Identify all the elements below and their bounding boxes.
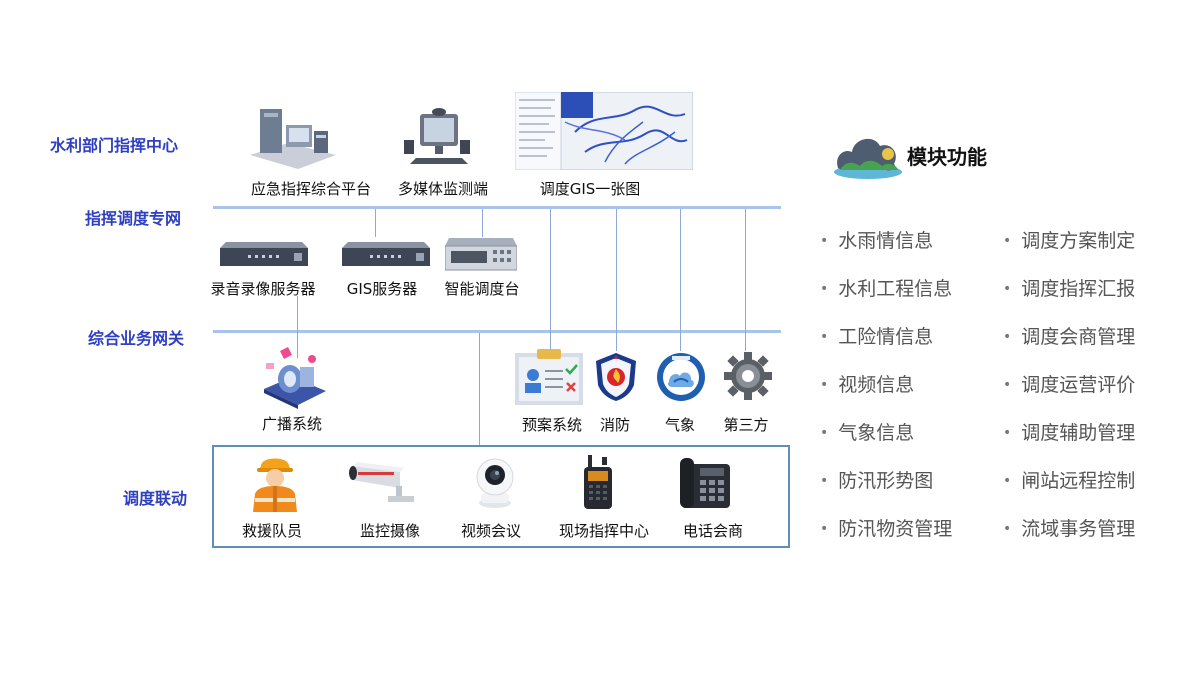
dispatch-network-line xyxy=(213,206,781,209)
bullet-icon: • xyxy=(820,233,829,249)
feature-item-left-5: • 防汛形势图 xyxy=(820,466,933,493)
connector-third-party xyxy=(745,209,746,351)
connector-fire xyxy=(616,209,617,351)
feature-label: 流域事务管理 xyxy=(1021,518,1136,540)
node-label-dispatch-console: 智能调度台 xyxy=(444,280,520,298)
feature-item-right-5: • 闸站远程控制 xyxy=(1003,466,1135,493)
cloud-landscape-icon xyxy=(834,138,902,179)
feature-label: 调度指挥汇报 xyxy=(1021,278,1136,300)
connector-weather xyxy=(680,209,681,351)
bullet-icon: • xyxy=(820,521,829,537)
fire-badge-icon xyxy=(596,353,636,401)
feature-item-left-4: • 气象信息 xyxy=(820,418,914,445)
node-label-telephone: 电话会商 xyxy=(682,522,744,540)
node-label-broadcast: 广播系统 xyxy=(261,415,323,433)
bullet-icon: • xyxy=(1003,329,1012,345)
emergency-platform-icon xyxy=(250,109,336,169)
feature-item-left-0: • 水雨情信息 xyxy=(820,226,933,253)
node-label-third-party: 第三方 xyxy=(723,416,769,434)
feature-label: 调度会商管理 xyxy=(1021,326,1136,348)
connector-linkage xyxy=(479,333,480,445)
module-title: 模块功能 xyxy=(907,145,987,169)
feature-label: 气象信息 xyxy=(838,422,915,444)
rescuer-icon xyxy=(253,458,297,512)
feature-label: 水利工程信息 xyxy=(838,278,953,300)
feature-item-left-2: • 工险情信息 xyxy=(820,322,933,349)
multimedia-monitor-icon xyxy=(404,108,470,164)
bullet-icon: • xyxy=(1003,377,1012,393)
feature-label: 防汛形势图 xyxy=(838,470,934,492)
node-label-fire: 消防 xyxy=(599,416,631,434)
bullet-icon: • xyxy=(1003,425,1012,441)
weather-badge-icon xyxy=(657,353,705,401)
bullet-icon: • xyxy=(820,329,829,345)
plan-system-icon xyxy=(515,349,583,405)
dispatch-console-icon xyxy=(445,238,517,271)
bullet-icon: • xyxy=(1003,473,1012,489)
feature-label: 视频信息 xyxy=(838,374,915,396)
gis-map-icon xyxy=(515,92,693,170)
bullet-icon: • xyxy=(1003,233,1012,249)
node-label-rescuer: 救援队员 xyxy=(241,522,303,540)
node-label-cctv-camera: 监控摄像 xyxy=(359,522,421,540)
node-label-walkie-talkie: 现场指挥中心 xyxy=(558,522,650,540)
connector-plan-system xyxy=(550,209,551,349)
bullet-icon: • xyxy=(1003,521,1012,537)
bullet-icon: • xyxy=(820,377,829,393)
tier-label-command-center: 水利部门指挥中心 xyxy=(50,136,179,155)
node-label-gis-map: 调度GIS一张图 xyxy=(539,180,641,198)
node-label-plan-system: 预案系统 xyxy=(521,416,583,434)
feature-label: 调度方案制定 xyxy=(1021,230,1136,252)
feature-item-right-0: • 调度方案制定 xyxy=(1003,226,1135,253)
node-label-weather: 气象 xyxy=(664,416,696,434)
connector-gis-server xyxy=(375,209,376,237)
feature-label: 闸站远程控制 xyxy=(1021,470,1136,492)
node-label-emergency-platform: 应急指挥综合平台 xyxy=(250,180,372,198)
gis-server-icon xyxy=(342,242,430,266)
walkie-talkie-icon xyxy=(584,455,612,509)
node-label-gis-server: GIS服务器 xyxy=(346,280,418,298)
bullet-icon: • xyxy=(1003,281,1012,297)
feature-item-right-2: • 调度会商管理 xyxy=(1003,322,1135,349)
telephone-icon xyxy=(680,458,730,508)
node-label-video-camera: 视频会议 xyxy=(460,522,522,540)
broadcast-icon xyxy=(264,347,326,409)
node-label-multimedia-monitor: 多媒体监测端 xyxy=(397,180,489,198)
connector-recording-broadcast xyxy=(297,296,298,358)
feature-item-left-1: • 水利工程信息 xyxy=(820,274,952,301)
gear-icon xyxy=(724,352,772,400)
bullet-icon: • xyxy=(820,425,829,441)
feature-label: 调度辅助管理 xyxy=(1021,422,1136,444)
connector-dispatch-console xyxy=(482,209,483,237)
feature-item-right-3: • 调度运营评价 xyxy=(1003,370,1135,397)
feature-item-right-1: • 调度指挥汇报 xyxy=(1003,274,1135,301)
feature-item-right-6: • 流域事务管理 xyxy=(1003,514,1135,541)
bullet-icon: • xyxy=(820,473,829,489)
tier-label-linkage: 调度联动 xyxy=(123,489,188,508)
bullet-icon: • xyxy=(820,281,829,297)
node-label-recording-server: 录音录像服务器 xyxy=(210,280,316,298)
cctv-camera-icon xyxy=(349,462,414,502)
feature-label: 工险情信息 xyxy=(838,326,934,348)
feature-item-left-3: • 视频信息 xyxy=(820,370,914,397)
feature-label: 水雨情信息 xyxy=(838,230,934,252)
gateway-line xyxy=(213,330,781,333)
recording-server-icon xyxy=(220,242,308,266)
tier-label-gateway: 综合业务网关 xyxy=(88,329,185,348)
feature-label: 防汛物资管理 xyxy=(838,518,953,540)
feature-label: 调度运营评价 xyxy=(1021,374,1136,396)
feature-item-right-4: • 调度辅助管理 xyxy=(1003,418,1135,445)
feature-item-left-6: • 防汛物资管理 xyxy=(820,514,952,541)
video-camera-icon xyxy=(476,458,514,508)
tier-label-dispatch-network: 指挥调度专网 xyxy=(85,209,182,228)
